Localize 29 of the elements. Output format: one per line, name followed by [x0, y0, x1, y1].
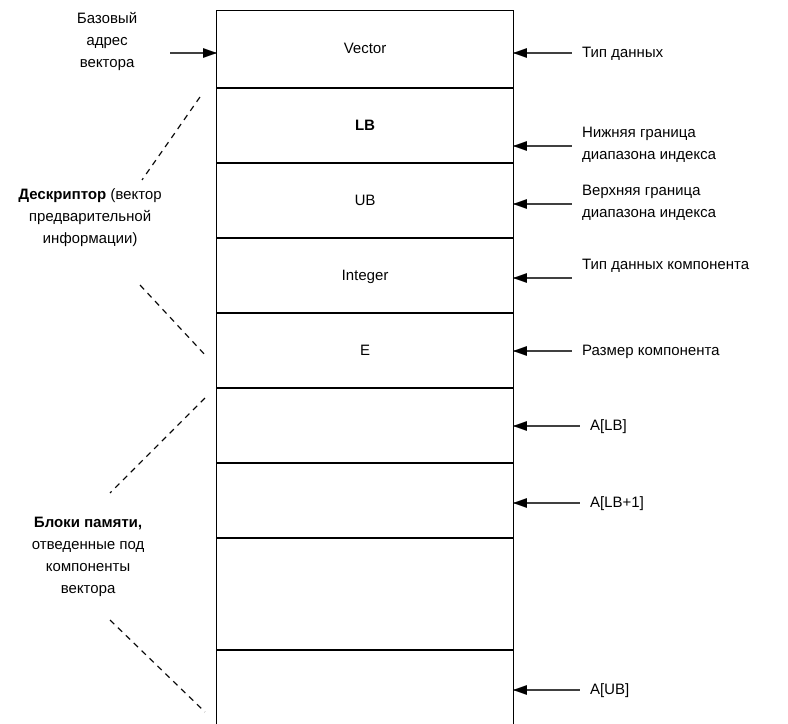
annotation-text: Тип данных: [582, 42, 752, 64]
arrow: [513, 199, 572, 209]
memory-cell: Integer: [216, 238, 514, 313]
memory-cell: UB: [216, 163, 514, 238]
memory-cell: LB: [216, 88, 514, 163]
memory-cell: [216, 463, 514, 538]
arrow: [513, 273, 572, 283]
annotation-text: A[LB+1]: [590, 492, 680, 514]
memory-cell: Vector: [216, 10, 514, 88]
memory-cell: [216, 538, 514, 650]
annotation-text: Базовый адрес вектора: [62, 8, 152, 80]
arrow: [513, 685, 580, 695]
annotation-text: Верхняя граница диапазона индекса: [582, 180, 754, 224]
annotation-text: Тип данных компонента: [582, 254, 754, 298]
arrow: [513, 346, 572, 356]
annotation-text: A[LB]: [590, 415, 670, 437]
arrow: [513, 498, 580, 508]
group-label: Дескриптор (вектор предварительной информации): [17, 185, 163, 249]
memory-cell: [216, 650, 514, 724]
memory-cell: E: [216, 313, 514, 388]
annotation-text: Размер компонента: [582, 340, 786, 362]
annotation-text: A[UB]: [590, 679, 670, 701]
arrow: [513, 141, 572, 151]
arrow: [170, 48, 217, 58]
memory-cell: [216, 388, 514, 463]
arrow: [513, 421, 580, 431]
annotation-text: Нижняя граница диапазона индекса: [582, 122, 754, 166]
arrow: [513, 48, 572, 58]
group-label: Блоки памяти, отведенные под компоненты вектора: [30, 513, 146, 599]
